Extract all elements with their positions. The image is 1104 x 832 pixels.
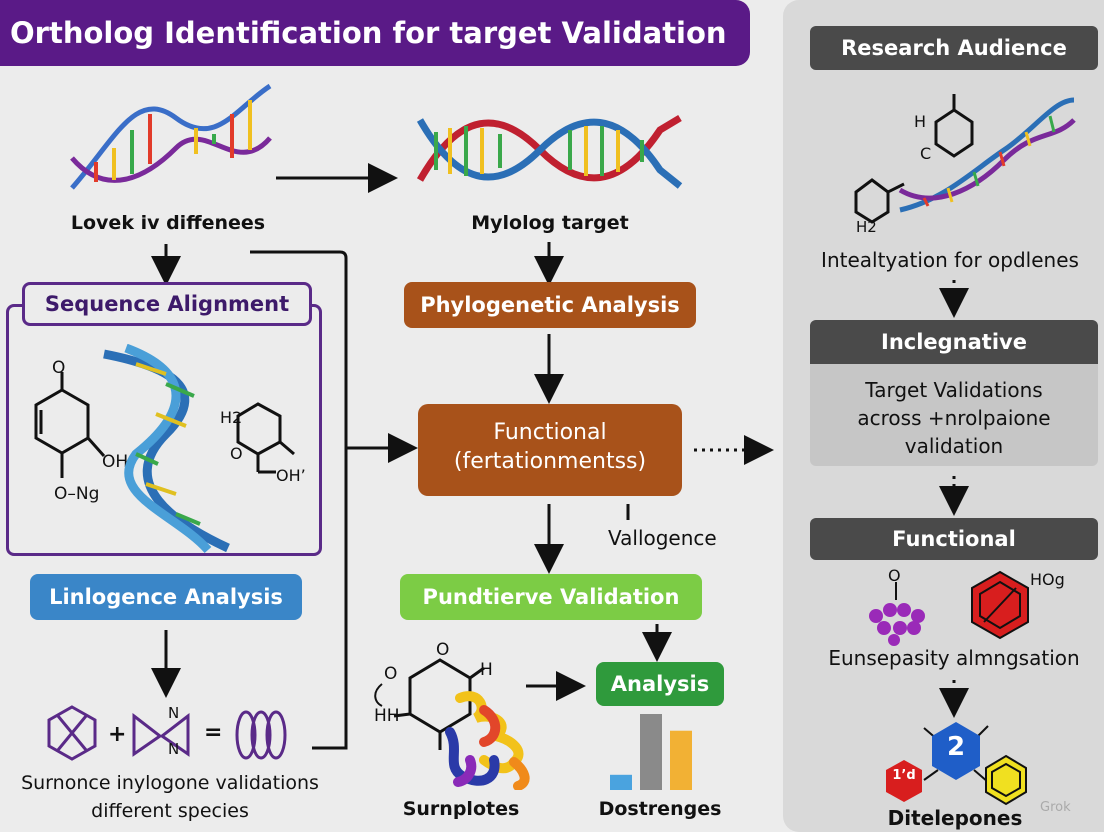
chem-h2: H2 bbox=[220, 408, 243, 427]
dna-label: Lovek iv diffenees bbox=[70, 212, 266, 234]
interlaced-molecule-icon bbox=[235, 710, 287, 760]
bar-1 bbox=[640, 714, 662, 790]
linlogence-analysis-pill: Linlogence Analysis bbox=[30, 574, 302, 620]
chem-bottom-o2: O bbox=[384, 664, 398, 684]
functional-right-pill: Functional bbox=[810, 518, 1098, 560]
right-chem-c: C bbox=[920, 144, 932, 163]
target-line-3: validation bbox=[904, 434, 1004, 458]
right-chem-h2: H2 bbox=[856, 218, 877, 236]
chem-oh: OH bbox=[102, 452, 129, 472]
vallogence-label: Vallogence bbox=[608, 526, 717, 550]
chem-bottom-hh: HH bbox=[374, 706, 400, 726]
chem-o-right: O bbox=[230, 444, 243, 463]
dna-helix-blue-icon bbox=[103, 344, 230, 554]
functional-title: Functional bbox=[493, 420, 607, 445]
bracket-line bbox=[250, 250, 348, 750]
mylolog-target-label: Mylolog target bbox=[471, 212, 629, 234]
chem-bottom-h: H bbox=[480, 660, 493, 680]
equation-plus: + bbox=[108, 722, 127, 747]
target-validations-text: Target Validations across +nrolpaione va… bbox=[810, 376, 1098, 460]
equation-equals: = bbox=[204, 720, 223, 745]
molecule-right-icon bbox=[236, 402, 295, 474]
page-title-bar: Ortholog Identification for target Valid… bbox=[0, 0, 750, 66]
dostrenges-label: Dostrenges bbox=[598, 798, 722, 820]
red-hexagon-icon bbox=[971, 570, 1029, 640]
sequence-alignment-header: Sequence Alignment bbox=[22, 282, 312, 326]
target-line-1: Target Validations bbox=[865, 378, 1043, 402]
dna-helix-icon bbox=[70, 83, 272, 190]
dna-helix-wide-icon bbox=[416, 114, 683, 189]
purple-molecule-cluster-icon bbox=[869, 582, 925, 646]
inclegnative-header: Inclegnative bbox=[810, 320, 1098, 364]
molecule-left-icon bbox=[34, 372, 106, 478]
chem-bottom-o1: O bbox=[436, 640, 450, 660]
research-audience-pill: Research Audience bbox=[810, 26, 1098, 70]
surnplotes-label: Surnplotes bbox=[402, 798, 520, 820]
molecule-dna-hybrid-icon bbox=[854, 94, 1076, 224]
bar-2 bbox=[670, 730, 692, 790]
bottom-caption-line1: Surnonce inylogone validations bbox=[21, 772, 319, 794]
chem-o: O bbox=[52, 358, 66, 378]
right-chem2-o: O bbox=[888, 566, 901, 585]
hexagon-cross-icon bbox=[47, 705, 97, 761]
pundtierve-validation-pill: Pundtierve Validation bbox=[400, 574, 702, 620]
bar-0 bbox=[610, 774, 632, 790]
bottom-caption-line2: different species bbox=[91, 800, 249, 822]
molecule-bottom-icon bbox=[374, 658, 485, 750]
protein-structure-icon bbox=[445, 691, 530, 790]
analysis-pill: Analysis bbox=[596, 662, 724, 706]
ditelepones-label: Ditelepones bbox=[887, 806, 1023, 830]
target-line-2: across +nrolpaione bbox=[857, 406, 1051, 430]
page-title: Ortholog Identification for target Valid… bbox=[10, 16, 727, 50]
bowtie-molecule-icon bbox=[132, 712, 190, 757]
hexagon-red-text: 1’d bbox=[892, 768, 916, 783]
eunsepasity-label: Eunsepasity almngsation bbox=[828, 646, 1080, 670]
right-chem-h: H bbox=[914, 112, 927, 131]
chem-oh-right: OH’ bbox=[276, 466, 306, 485]
mini-bar-chart bbox=[610, 714, 692, 790]
phylogenetic-analysis-pill: Phylogenetic Analysis bbox=[404, 282, 696, 328]
watermark: Grok bbox=[1040, 800, 1071, 815]
chem-ong: O–Ng bbox=[54, 484, 100, 504]
functional-box: Functional (fertationmentss) bbox=[418, 404, 682, 496]
inteal-label: Intealtyation for opdlenes bbox=[821, 248, 1079, 272]
right-chem2-hog: HOg bbox=[1030, 570, 1065, 589]
hexagon-number: 2 bbox=[946, 732, 966, 762]
hexagon-cluster-icon bbox=[886, 722, 1027, 806]
equation-n-bottom: N bbox=[168, 740, 180, 758]
functional-subtitle: (fertationmentss) bbox=[453, 449, 647, 474]
equation-n-top: N bbox=[168, 704, 180, 722]
